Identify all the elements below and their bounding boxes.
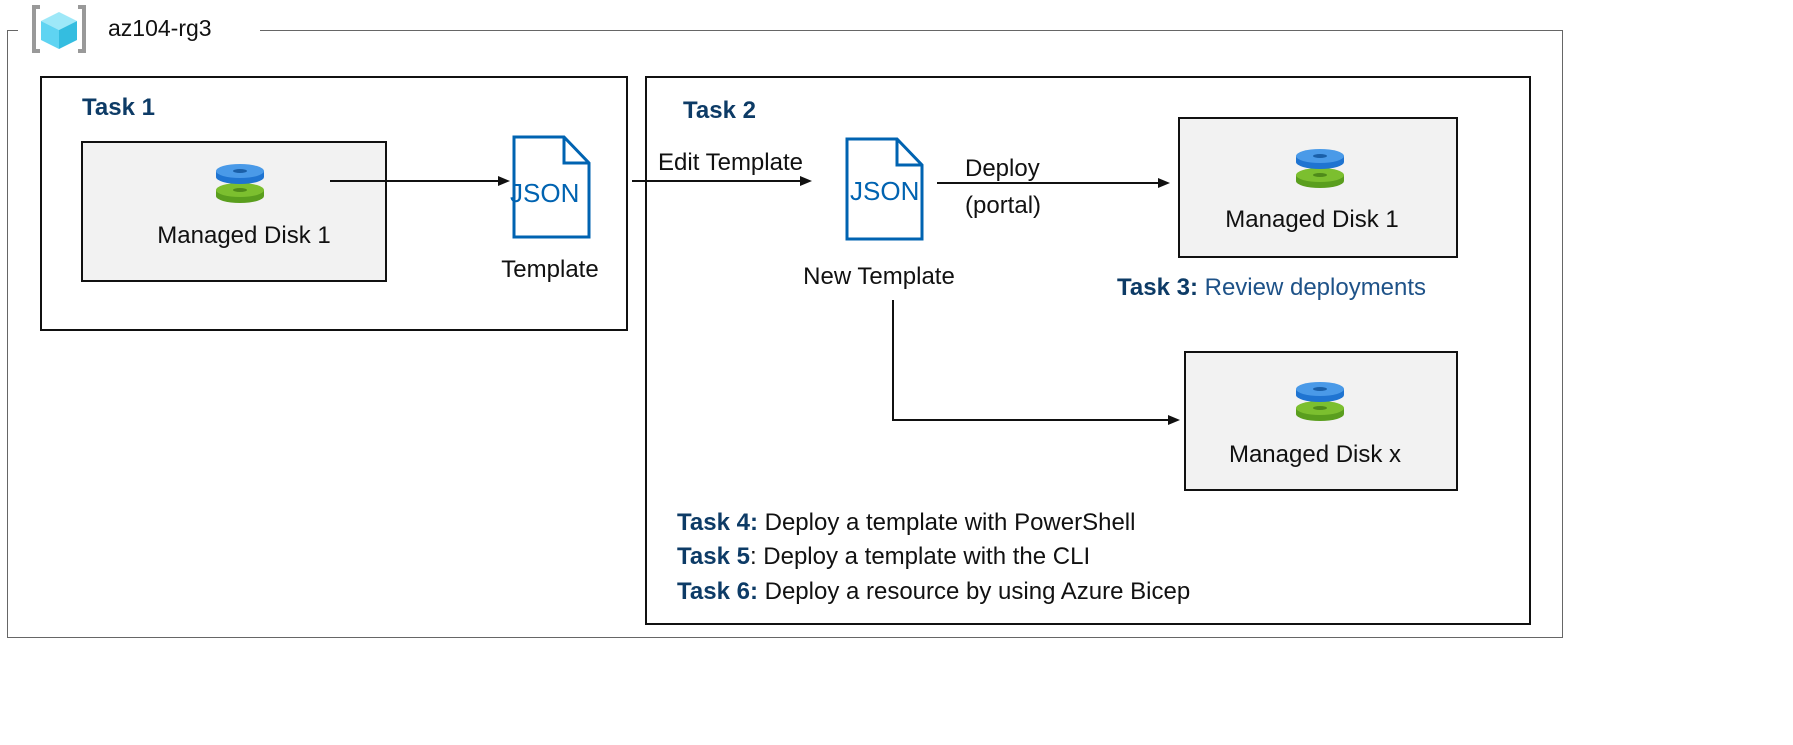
- task2-box: [645, 76, 1531, 625]
- resource-group-icon: [32, 5, 86, 53]
- disk-icon: [216, 164, 264, 203]
- task4-line: Task 4: Deploy a template with PowerShel…: [677, 511, 1135, 535]
- task5-text: : Deploy a template with the CLI: [749, 543, 1091, 570]
- json-text: JSON: [850, 176, 920, 206]
- managed-disk-1-label: Managed Disk 1: [157, 222, 331, 249]
- json-text: JSON: [510, 178, 580, 208]
- managed-disk-x-box: [1184, 351, 1458, 491]
- task3-prefix: Task 3:: [1117, 274, 1198, 301]
- task4-prefix: Task 4:: [677, 509, 758, 536]
- deploy-portal-label: (portal): [965, 192, 1042, 219]
- task2-title: Task 2: [683, 97, 756, 124]
- task3-text: Review deployments: [1197, 274, 1427, 301]
- task6-line: Task 6: Deploy a resource by using Azure…: [677, 580, 1190, 604]
- resource-group-border: [7, 30, 1563, 638]
- task5-prefix: Task 5: [677, 543, 750, 570]
- arrow-disk-to-template: [330, 176, 510, 186]
- edit-template-label: Edit Template: [658, 149, 803, 176]
- task6-text: Deploy a resource by using Azure Bicep: [757, 578, 1191, 605]
- resource-group-label: az104-rg3: [108, 15, 212, 41]
- task3-line: Task 3: Review deployments: [1117, 276, 1426, 300]
- managed-disk-1-box: [81, 141, 387, 282]
- task4-text: Deploy a template with PowerShell: [757, 509, 1136, 536]
- new-template-label: New Template: [803, 263, 955, 290]
- json-file-icon: [512, 135, 591, 239]
- json-file-icon: [845, 137, 924, 241]
- managed-disk-1-deployed-label: Managed Disk 1: [1225, 206, 1399, 233]
- task6-prefix: Task 6:: [677, 578, 758, 605]
- disk-icon: [1296, 149, 1344, 188]
- task1-title: Task 1: [82, 94, 155, 121]
- managed-disk-x-label: Managed Disk x: [1228, 441, 1402, 468]
- deploy-label: Deploy: [965, 155, 1040, 182]
- disk-icon: [1296, 382, 1344, 421]
- task1-box: [40, 76, 628, 331]
- template-label: Template: [501, 256, 599, 283]
- arrows-task2: [632, 176, 1180, 425]
- label-mask: [18, 20, 260, 40]
- task5-line: Task 5: Deploy a template with the CLI: [677, 545, 1090, 569]
